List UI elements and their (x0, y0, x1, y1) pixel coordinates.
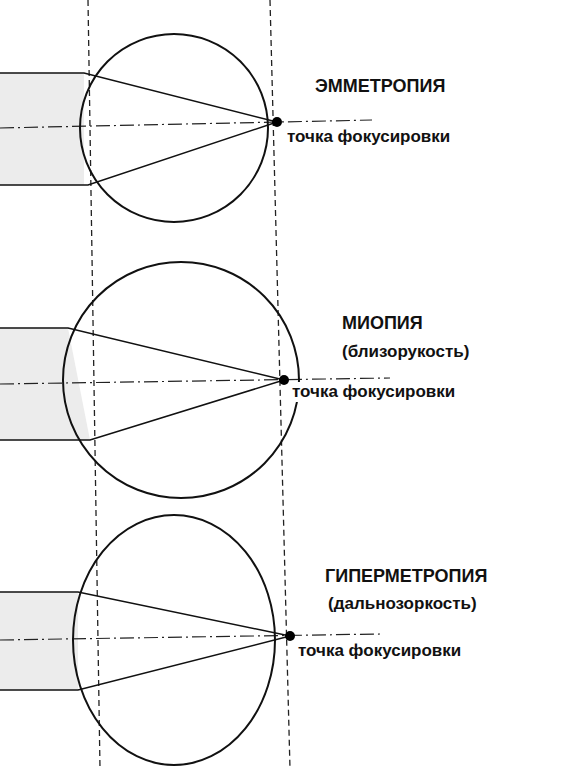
diagnosis-title: МИОПИЯ (340, 313, 425, 334)
diagnosis-subtitle: (дальнозоркость) (326, 594, 479, 614)
diagnosis-title: ГИПЕРМЕТРОПИЯ (323, 566, 489, 587)
focus-label: точка фокусировки (290, 382, 457, 402)
diagnosis-subtitle: (близорукость) (340, 342, 471, 362)
focus-label: точка фокусировки (285, 127, 452, 147)
focus-label: точка фокусировки (296, 641, 463, 661)
diagnosis-title: ЭММЕТРОПИЯ (313, 76, 447, 97)
